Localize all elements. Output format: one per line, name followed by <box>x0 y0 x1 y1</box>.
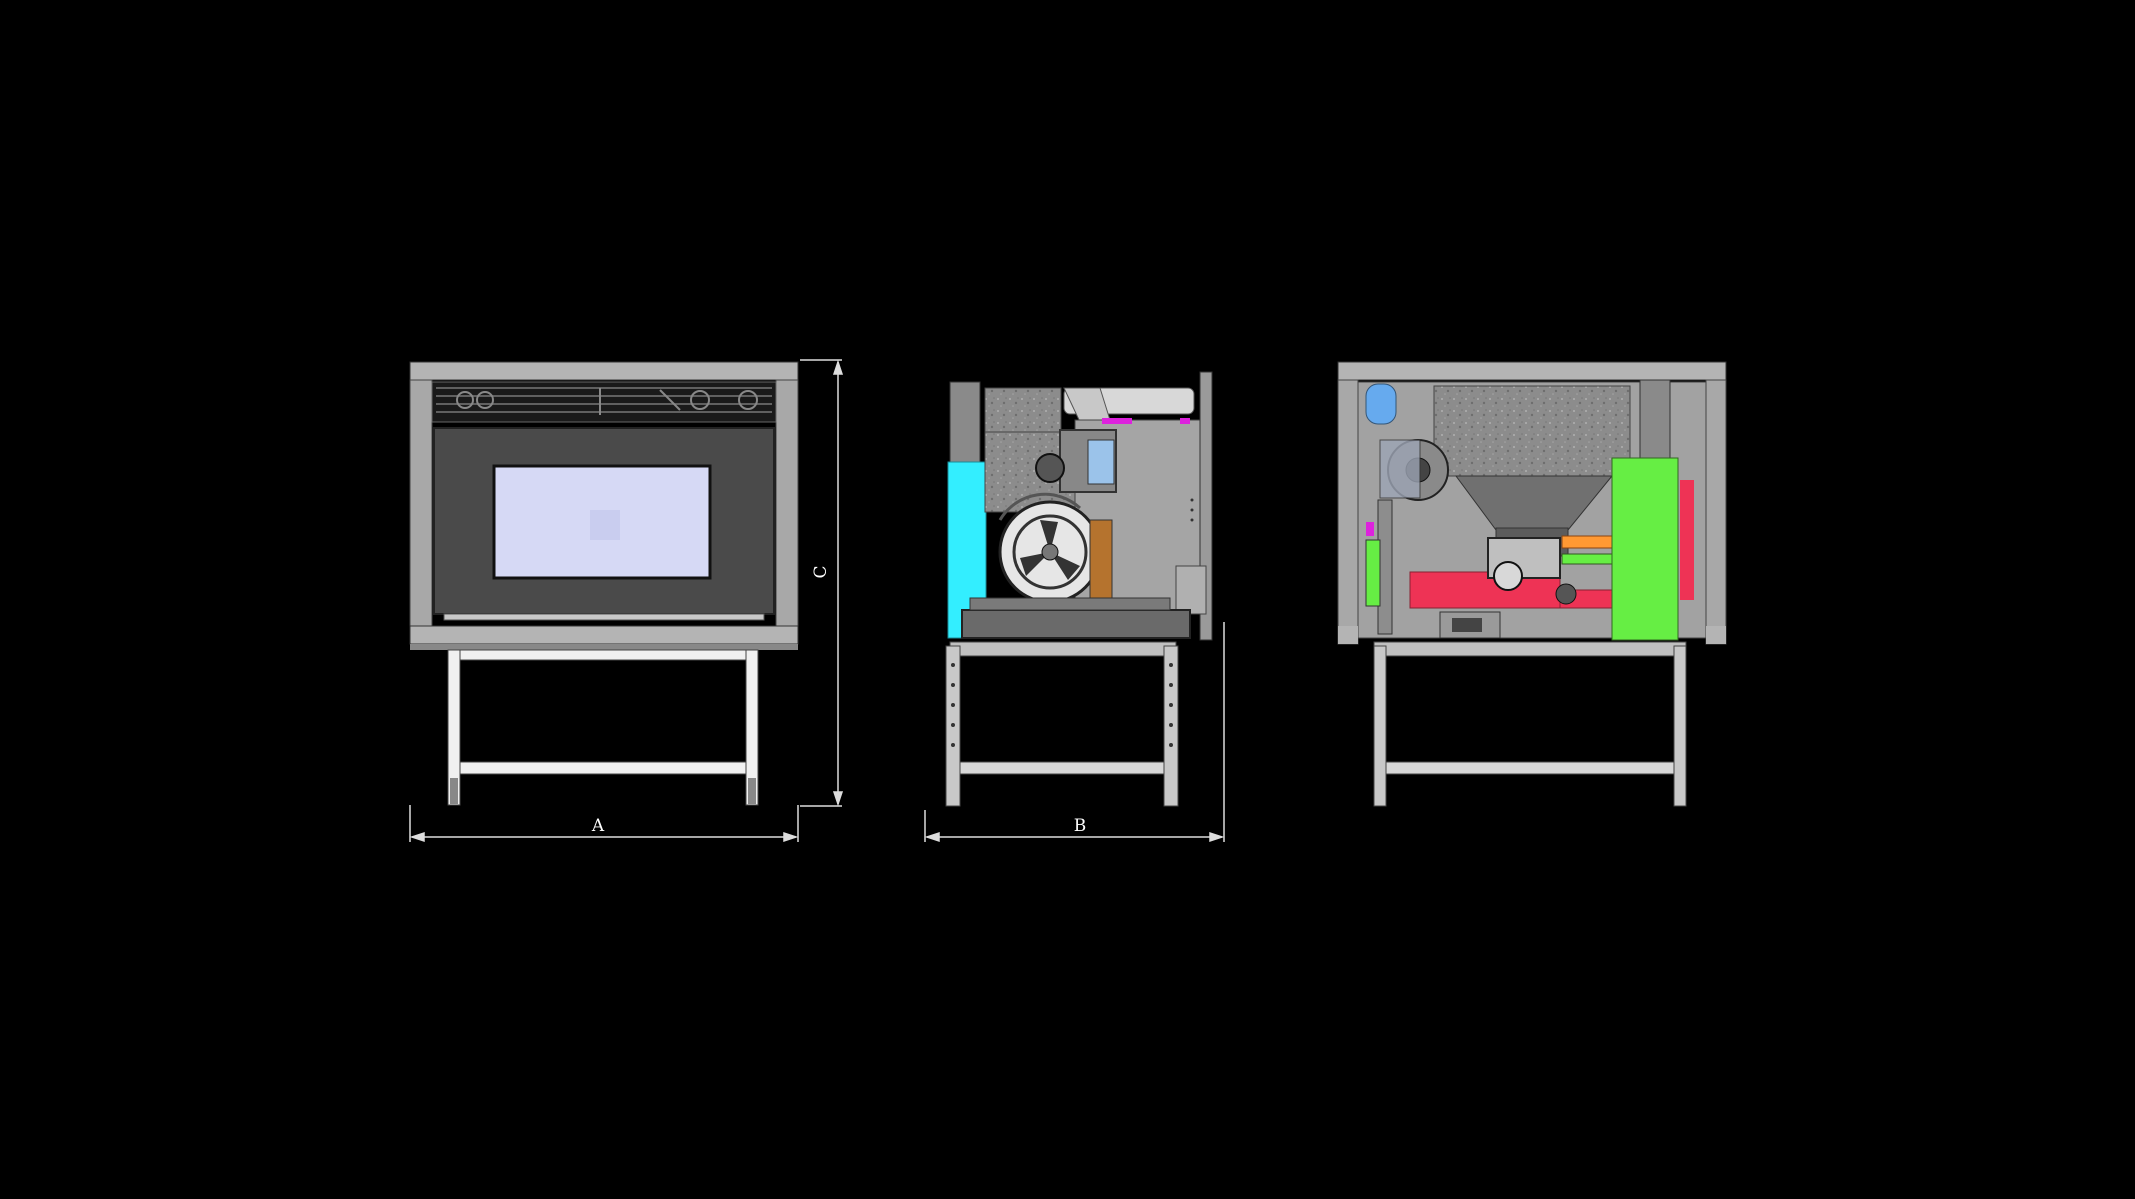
rear-left-leg <box>1373 645 1387 807</box>
rear-left-fan-box <box>1379 439 1421 499</box>
front-right-post <box>775 379 799 627</box>
side-fan-guard <box>998 492 1082 521</box>
side-stand-rail-bottom <box>959 761 1165 775</box>
dimension-b-label: B <box>1074 816 1087 836</box>
front-stand-right-leg <box>745 649 759 806</box>
rear-exhaust-pipe <box>1639 379 1671 461</box>
rear-left-magenta <box>1366 522 1374 536</box>
side-leg-holes <box>951 663 1173 747</box>
front-left-foot <box>450 778 458 804</box>
side-brown-guard <box>1089 519 1113 599</box>
rear-top-slab <box>1337 361 1727 381</box>
side-fan-center <box>1041 543 1059 561</box>
dimension-c <box>800 359 844 807</box>
side-fan-ring <box>1012 514 1088 590</box>
side-view <box>945 371 1213 807</box>
front-top-slab <box>409 361 799 381</box>
front-stand-rail-bottom <box>459 761 747 775</box>
rear-view <box>1337 361 1727 807</box>
rear-left-post <box>1337 379 1359 645</box>
rear-motor-knob <box>1555 583 1577 605</box>
dimension-c-label: C <box>811 565 831 578</box>
rear-stand-rail-bottom <box>1385 761 1675 775</box>
side-fan-blades <box>1020 520 1080 580</box>
rear-right-red <box>1680 480 1694 600</box>
side-base-tray <box>961 609 1191 639</box>
side-exhaust-pipe <box>949 381 981 463</box>
rear-green-bar <box>1561 553 1617 565</box>
dimension-a-label: A <box>591 816 605 836</box>
front-grille-controls <box>456 388 758 415</box>
front-left-post <box>409 379 433 627</box>
rear-right-leg <box>1673 645 1687 807</box>
side-magenta-strip-2 <box>1180 418 1190 424</box>
side-motor-hub <box>1035 453 1065 483</box>
rear-control-slot <box>1452 618 1482 632</box>
front-window-glare <box>590 510 620 540</box>
side-vent-dots <box>1190 498 1194 522</box>
rear-left-green <box>1365 539 1381 607</box>
rear-deck-slab-right <box>1706 626 1726 644</box>
rear-stand-top <box>1373 641 1687 657</box>
front-deck-slab <box>409 625 799 645</box>
front-stand-top <box>410 644 798 650</box>
front-right-foot <box>748 778 756 804</box>
side-tray-lip <box>969 597 1171 611</box>
front-view <box>409 361 799 806</box>
side-right-bracket <box>1175 565 1207 615</box>
rear-hopper-top <box>1433 385 1631 477</box>
rear-orange-bar <box>1561 535 1617 549</box>
rear-motor-pulley <box>1493 561 1523 591</box>
front-stand-rail-top <box>457 649 751 661</box>
dimension-a <box>409 805 799 843</box>
rear-blue-cylinder <box>1365 383 1397 425</box>
rear-right-post <box>1705 379 1727 645</box>
side-motor-window <box>1087 439 1115 485</box>
side-speckle-block <box>984 387 1062 433</box>
front-stand-left-leg <box>447 649 461 806</box>
rear-green-panel <box>1611 457 1679 641</box>
front-door-trim <box>443 613 765 621</box>
rear-deck-slab <box>1338 626 1358 644</box>
side-stand-top <box>949 641 1177 657</box>
dimension-b <box>924 622 1225 843</box>
side-magenta-strip-1 <box>1102 418 1132 424</box>
